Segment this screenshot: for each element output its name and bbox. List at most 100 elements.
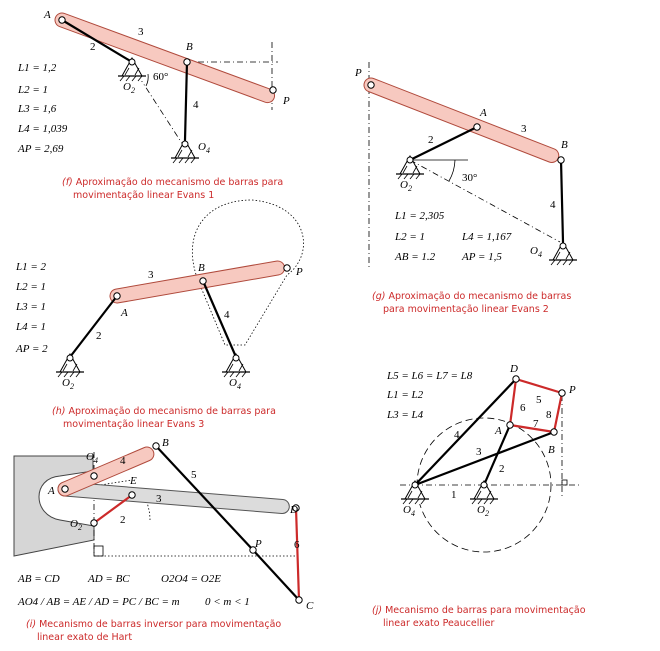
joint-a [58,16,66,24]
link-label-6: 6 [294,539,300,551]
link-label-3: 3 [138,26,144,38]
label-b: B [186,41,193,53]
joint-c [295,596,303,604]
link-label-2: 2 [428,134,434,146]
link-3 [363,77,560,163]
panel-i: A B C D E P O4 O2 2 3 4 5 6 AB = CD AD =… [13,437,314,643]
caption-g-line2: para movimentação linear Evans 2 [383,304,549,315]
param-2: L3 = 1,6 [17,103,57,115]
label-o2: O2 [400,179,412,193]
joint-p [283,264,291,272]
ground-line [409,159,561,243]
caption-j: (j) Mecanismo de barras para movimentaçã… [372,605,586,616]
label-b: B [548,444,555,456]
label-o2: O2 [70,518,82,532]
joint-o2 [90,519,98,527]
joint-b [152,442,160,450]
link-3 [413,430,556,487]
link-label-2: 2 [499,463,505,475]
joint-p [269,86,277,94]
joint-d [512,375,520,383]
link-5 [154,444,255,552]
link-label-2: 2 [120,514,126,526]
joint-p [367,81,375,89]
label-a: A [120,307,128,319]
joint-b [557,156,565,164]
caption-i-line2: linear exato de Hart [37,632,132,643]
joint-e [128,491,136,499]
param-0: L5 = L6 = L7 = L8 [386,370,473,382]
param-0: L1 = 2 [15,261,47,273]
link-label-5: 5 [191,469,197,481]
ground-o4 [221,353,251,378]
label-o4: O4 [229,377,241,391]
link-4 [201,279,238,359]
label-c: C [306,600,314,612]
link-3-coupler [57,481,290,514]
param-2: O2O4 = O2E [161,573,221,585]
caption-i: (i) Mecanismo de barras inversor para mo… [26,619,281,630]
param-3: AB = 1.2 [394,251,436,263]
param-2: L3 = 1 [15,301,46,313]
label-b: B [198,262,205,274]
ground-o2 [117,57,147,82]
param-1: AD = BC [87,573,130,585]
link-label-4: 4 [550,199,556,211]
link-label-1: 1 [451,489,457,501]
link-label-4: 4 [454,429,460,441]
label-d: D [509,363,518,375]
link-label-7: 7 [533,418,539,430]
ground-o2 [469,480,499,505]
link-label-4: 4 [224,309,230,321]
param-0: AB = CD [17,573,60,585]
ground-o4 [400,480,430,505]
link-label-4: 4 [193,99,199,111]
label-o2: O2 [62,377,74,391]
link-3 [54,12,276,104]
param-4: AP = 2 [15,343,48,355]
link-label-3: 3 [148,269,154,281]
panel-h: A B P O2 O4 2 3 4 L1 = 2 L2 = 1 L3 = 1 L… [15,199,304,430]
label-o2: O2 [123,81,135,95]
ground-o4 [548,241,578,266]
joint-a [113,292,121,300]
panel-g: P A B O2 O4 2 3 4 30° L1 = 2,305 L2 = 1 … [354,62,578,315]
label-p: P [254,538,262,550]
joint-o4 [90,472,98,480]
link-label-5: 5 [536,394,542,406]
joint-a [506,421,514,429]
label-o4: O4 [403,504,415,518]
link-2 [482,423,512,487]
link-4 [57,446,155,497]
label-o4: O4 [530,245,542,259]
param-4: 0 < m < 1 [205,596,250,608]
param-1: L2 = 1 [15,281,46,293]
label-o2: O2 [477,504,489,518]
joint-b [183,58,191,66]
param-3: L4 = 1 [15,321,46,333]
label-a: A [494,425,502,437]
joint-p [558,389,566,397]
label-a: A [43,9,51,21]
joint-b [199,277,207,285]
caption-h-line2: movimentação linear Evans 3 [63,419,204,430]
link-2 [92,493,134,525]
param-3: AO4 / AB = AE / AD = PC / BC = m [17,596,180,608]
link-label-6: 6 [520,402,526,414]
frame [13,455,95,557]
joint-b [550,428,558,436]
link-5-extension [251,548,301,602]
angle-label: 30° [462,172,477,184]
coupler-curve [192,199,304,346]
ground-o2 [55,353,85,378]
link-4 [559,158,565,244]
param-1: L1 = L2 [386,389,424,401]
label-p: P [282,95,290,107]
joint-p [249,546,257,554]
link-2 [408,125,479,162]
param-2: L3 = L4 [386,409,424,421]
label-a: A [479,107,487,119]
label-p: P [354,67,362,79]
param-1: L2 = 1 [394,231,425,243]
